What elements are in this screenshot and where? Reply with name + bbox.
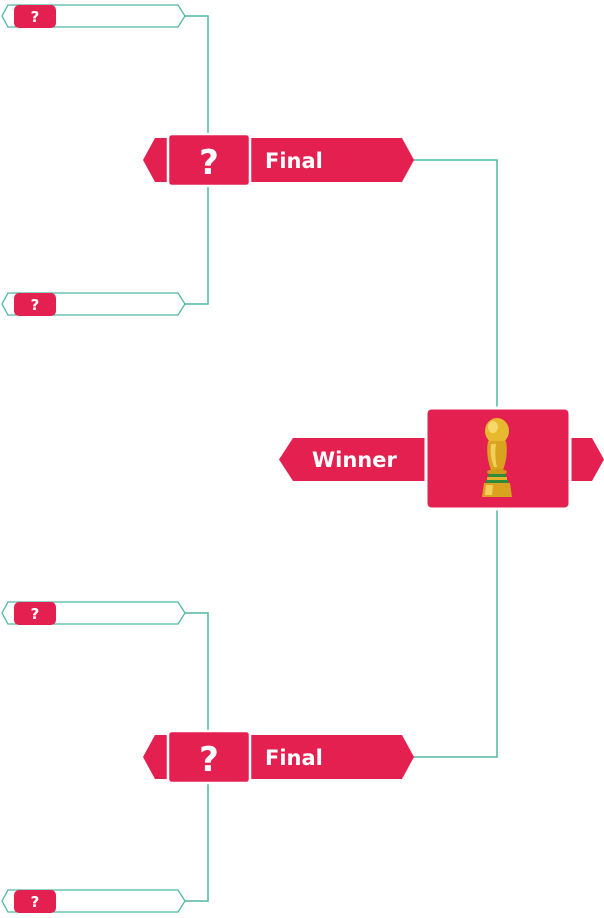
winner-banner-left xyxy=(279,438,430,481)
winner-banner-right xyxy=(568,438,604,481)
final-question-mark: ? xyxy=(199,740,219,780)
slot-badge xyxy=(14,5,56,28)
connector-slot2-final1 xyxy=(182,186,209,305)
winner-block[interactable]: Winner xyxy=(279,406,604,511)
slot-badge xyxy=(14,602,56,625)
bracket-connectors xyxy=(182,15,498,902)
slot-question-mark: ? xyxy=(31,605,40,623)
connector-slot1-final1 xyxy=(182,15,209,136)
slot-badge xyxy=(14,293,56,316)
connector-slot4-final2 xyxy=(182,783,209,902)
bracket-slot-3[interactable]: ? xyxy=(1,601,186,625)
final-match-1[interactable]: ? Final xyxy=(143,132,414,188)
bracket-slot-4[interactable]: ? xyxy=(1,889,186,913)
connector-final2-winner xyxy=(412,507,498,758)
final-label: Final xyxy=(265,746,323,770)
bracket-slot-1[interactable]: ? xyxy=(1,4,186,28)
bracket-slot-2[interactable]: ? xyxy=(1,292,186,316)
connector-final1-winner xyxy=(412,159,498,410)
final-question-mark: ? xyxy=(199,143,219,183)
winner-label: Winner xyxy=(312,448,398,472)
connector-slot3-final2 xyxy=(182,612,209,733)
final-badge xyxy=(166,729,252,785)
slot-question-mark: ? xyxy=(31,8,40,26)
final-label: Final xyxy=(265,149,323,173)
trophy-icon xyxy=(482,418,512,497)
slot-question-mark: ? xyxy=(31,893,40,911)
final-badge xyxy=(166,132,252,188)
slot-badge xyxy=(14,890,56,913)
final-match-2[interactable]: ? Final xyxy=(143,729,414,785)
slot-question-mark: ? xyxy=(31,296,40,314)
